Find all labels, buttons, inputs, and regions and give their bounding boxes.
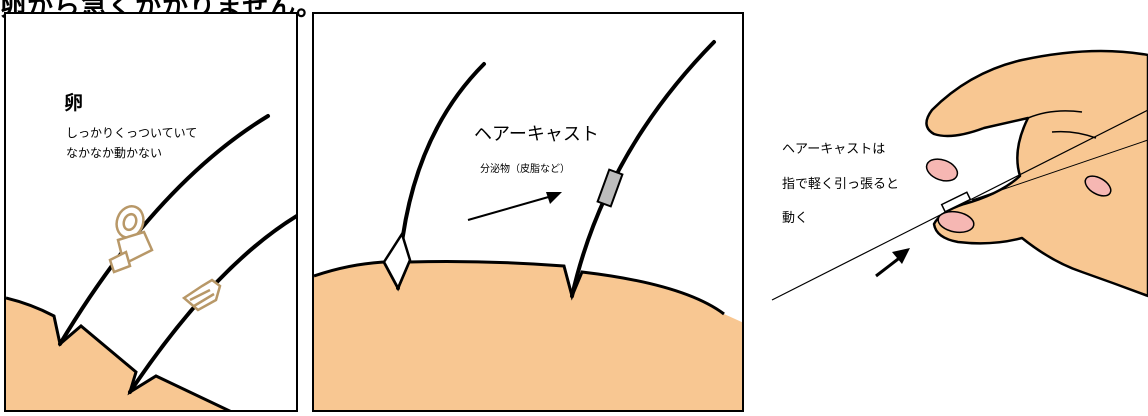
thumb-nail [925, 158, 959, 182]
panel-eggs: 卵 しっかりくっついていて なかなか動かない [4, 12, 298, 412]
finger-nail [937, 210, 975, 234]
skin-area [314, 261, 742, 410]
instruction-line3: 動く [782, 211, 809, 226]
pull-arrow-head [892, 248, 910, 264]
hair-cast-sleeve [596, 168, 624, 208]
hair-root-sheath [382, 231, 412, 291]
egg-1 [108, 205, 154, 274]
thumb-nail-2 [1084, 175, 1112, 197]
movement-arrow-head [546, 192, 562, 204]
hair-strand-upper [971, 139, 1148, 201]
hair-strand-2 [128, 214, 296, 394]
skin-outline [314, 260, 725, 316]
egg-title: 卵 [64, 92, 84, 114]
hair-strand-1 [396, 62, 486, 290]
egg-description-line1: しっかりくっついていて [66, 126, 198, 140]
pull-arrow [875, 254, 903, 278]
egg-2 [181, 278, 222, 312]
hair-cast-title: ヘアーキャスト [474, 124, 599, 145]
panel-hair-cast-illustration [314, 40, 742, 410]
hair-strand-1 [58, 114, 270, 346]
panel-finger-pull-illustration [771, 49, 1148, 301]
panel-hair-cast: ヘアーキャスト 分泌物（皮脂など） [312, 12, 744, 412]
instruction-line1: ヘアーキャストは [782, 142, 886, 157]
knuckle-detail [1027, 110, 1097, 139]
secretion-note: 分泌物（皮脂など） [480, 164, 570, 175]
panel-finger-pull: ヘアーキャストは 指で軽く引っ張ると 動く [752, 0, 1148, 416]
instruction-line2: 指で軽く引っ張ると [782, 177, 900, 192]
hair-strand-2 [570, 40, 716, 298]
skin-outline [6, 296, 232, 410]
hand [925, 49, 1148, 298]
panel-eggs-illustration [6, 114, 296, 410]
movement-arrow [467, 195, 553, 221]
skin-area [6, 298, 228, 410]
egg-description-line2: なかなか動かない [66, 146, 163, 160]
hair-cast-sleeve [940, 191, 972, 213]
